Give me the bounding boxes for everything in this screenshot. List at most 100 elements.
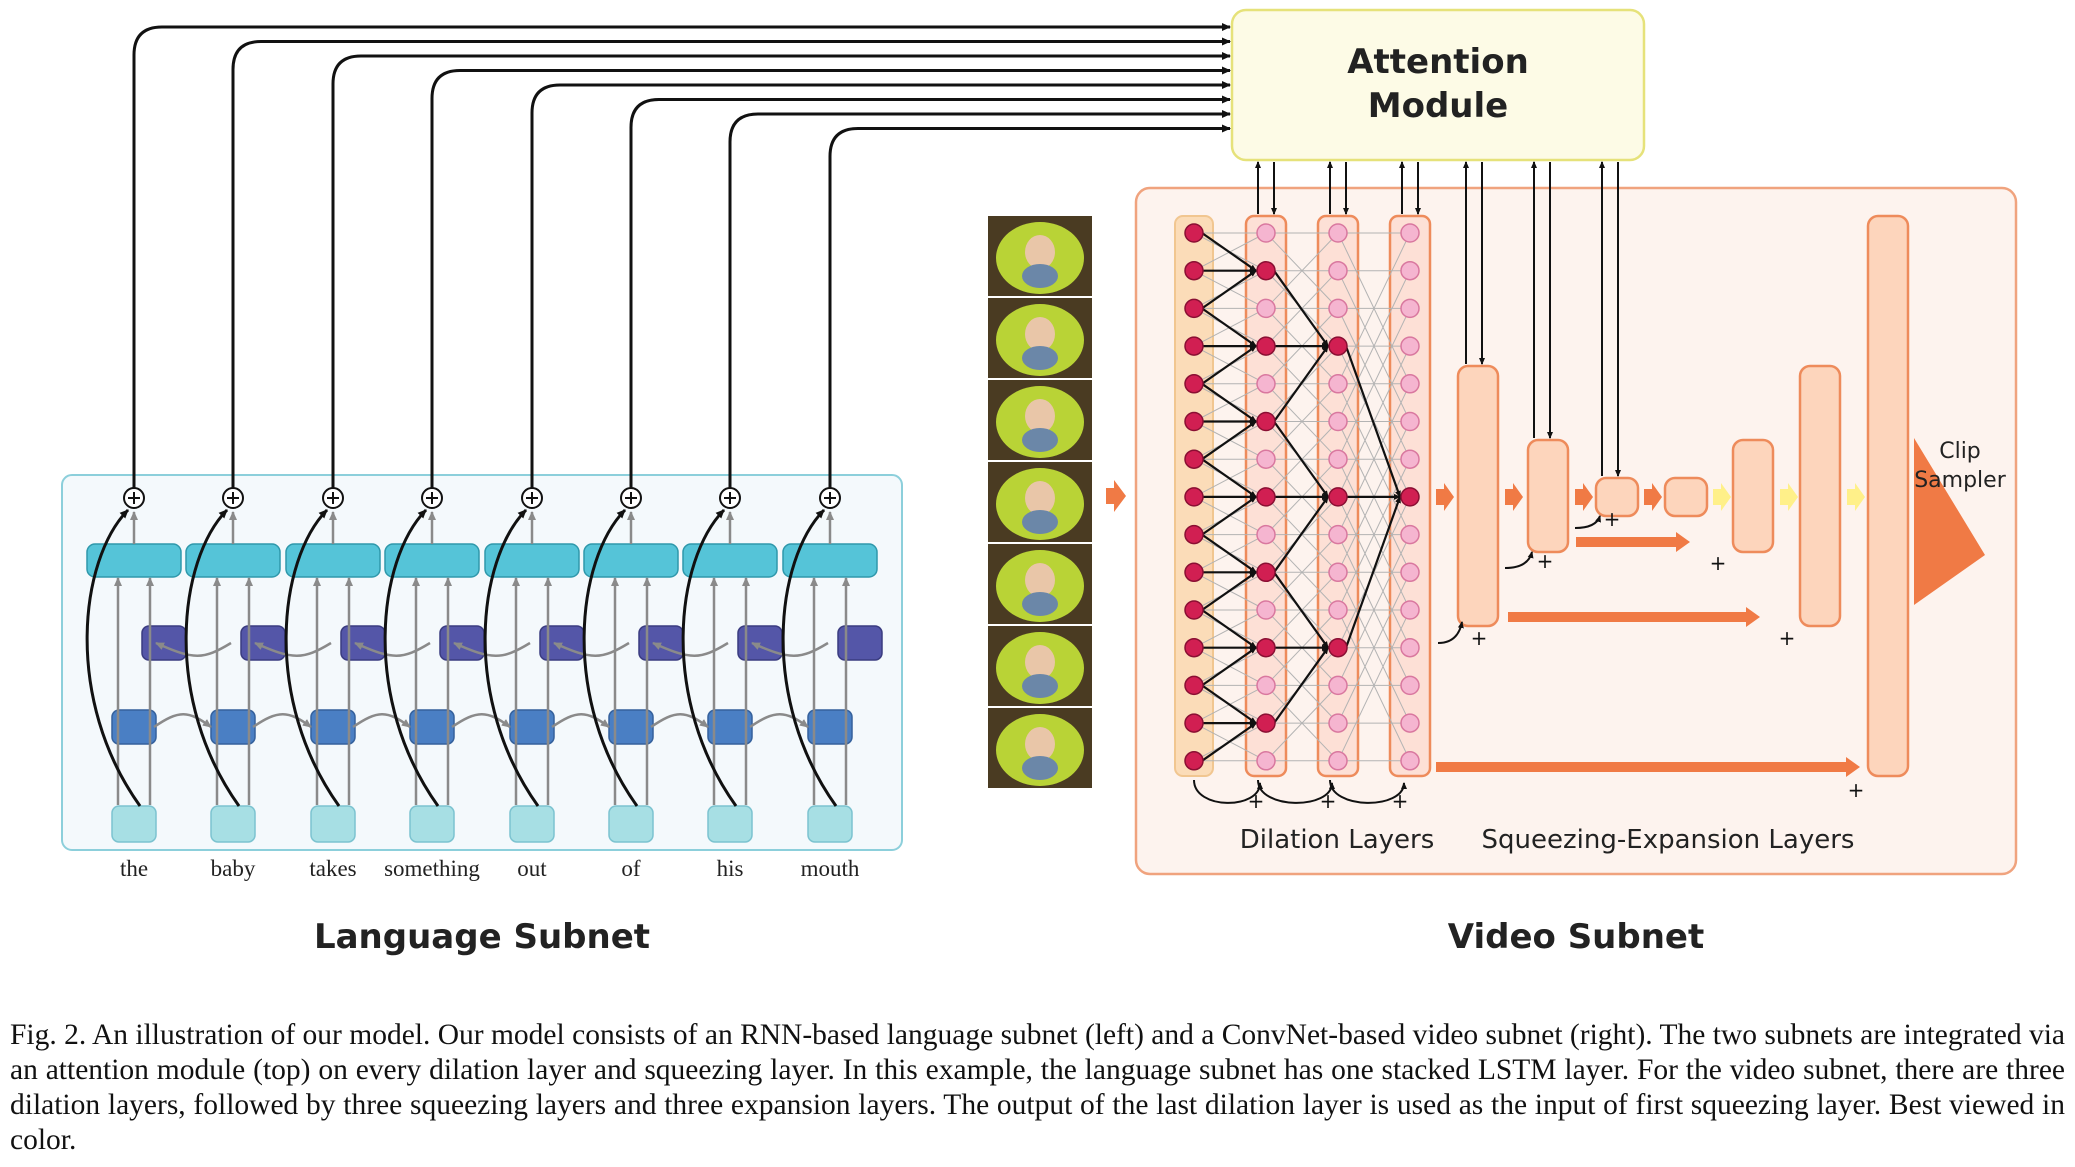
skip-arrow xyxy=(1576,532,1690,552)
flow-arrow xyxy=(1436,483,1454,511)
flow-arrow-yellow xyxy=(1847,483,1865,511)
inactive-node xyxy=(1256,223,1276,243)
frame-baby-head xyxy=(1025,645,1055,679)
inactive-node xyxy=(1328,562,1348,583)
inactive-node xyxy=(1400,260,1420,281)
recurrent-link-back xyxy=(155,641,232,657)
inactive-node xyxy=(1256,449,1276,469)
inactive-node xyxy=(1400,562,1420,583)
dilation-connection xyxy=(1265,534,1339,611)
plus-sign: + xyxy=(1710,551,1727,575)
frame-baby-head xyxy=(1025,563,1055,597)
figure-caption: Fig. 2. An illustration of our model. Ou… xyxy=(10,1019,2065,1156)
residual-curve xyxy=(483,508,540,807)
embedding-box xyxy=(310,805,356,843)
clip-sampler-label-line1: Clip xyxy=(1939,439,1981,464)
word-label: takes xyxy=(309,856,356,881)
recurrent-link xyxy=(749,713,809,729)
word-label: baby xyxy=(211,856,256,881)
recurrent-link-back xyxy=(254,641,332,657)
active-connection xyxy=(1273,345,1329,423)
embedding-box xyxy=(111,805,157,843)
inactive-node xyxy=(1400,713,1420,733)
inactive-node xyxy=(1328,600,1348,620)
active-connection xyxy=(1273,496,1329,573)
active-node xyxy=(1184,675,1204,696)
active-connection xyxy=(1201,495,1257,536)
active-connection xyxy=(1201,722,1257,762)
to-attention-line xyxy=(728,110,1231,488)
inactive-node xyxy=(1256,600,1276,620)
embedding-box xyxy=(509,805,555,843)
active-node xyxy=(1400,487,1420,507)
frame-baby-body xyxy=(1022,756,1058,780)
lstm-backward-box xyxy=(141,625,187,661)
active-connection xyxy=(1201,307,1257,348)
embedding-box xyxy=(210,805,256,843)
frame-baby-head xyxy=(1025,727,1055,761)
expansion-layer-1 xyxy=(1663,476,1709,518)
output-box xyxy=(384,543,480,578)
frame-baby-head xyxy=(1025,399,1055,433)
output-box xyxy=(185,543,281,578)
inactive-node xyxy=(1256,524,1276,545)
plus-sign: + xyxy=(1537,549,1554,573)
inactive-node xyxy=(1400,751,1420,771)
lstm-backward-box xyxy=(737,625,783,661)
active-node xyxy=(1184,637,1204,658)
active-connection xyxy=(1201,382,1257,423)
inactive-node xyxy=(1328,751,1348,771)
dilation-connection xyxy=(1337,458,1411,611)
residual-curve xyxy=(85,508,142,807)
skip-arrow xyxy=(1508,607,1760,627)
active-connection xyxy=(1201,345,1257,385)
inactive-node xyxy=(1328,713,1348,733)
output-box xyxy=(285,543,381,578)
recurrent-link-back xyxy=(553,641,630,657)
embedding-box xyxy=(707,805,753,843)
inactive-node xyxy=(1328,260,1348,281)
inactive-node xyxy=(1400,675,1420,696)
active-connection xyxy=(1201,646,1257,687)
frame-baby-body xyxy=(1022,674,1058,698)
residual-loop xyxy=(1329,779,1407,804)
active-node xyxy=(1184,298,1204,319)
word-label: his xyxy=(717,856,744,881)
inactive-node xyxy=(1256,374,1276,394)
to-attention-line xyxy=(828,124,1231,488)
frame-baby-body xyxy=(1022,592,1058,616)
residual-loop xyxy=(1257,779,1335,804)
inactive-node xyxy=(1328,411,1348,432)
active-node xyxy=(1328,336,1348,356)
active-node xyxy=(1256,260,1276,281)
active-node xyxy=(1184,751,1204,771)
inactive-node xyxy=(1328,449,1348,469)
inactive-node xyxy=(1256,675,1276,696)
active-node xyxy=(1184,449,1204,469)
inactive-node xyxy=(1400,600,1420,620)
active-connection xyxy=(1201,533,1257,574)
frame-baby-head xyxy=(1025,235,1055,269)
frame-baby-body xyxy=(1022,510,1058,534)
skip-arrow xyxy=(1436,757,1860,777)
squeezing-layer-3 xyxy=(1594,476,1640,518)
output-box xyxy=(86,543,182,578)
dilation-connection xyxy=(1265,232,1339,309)
dilation-connection xyxy=(1337,534,1411,686)
active-node xyxy=(1256,562,1276,583)
residual-curve xyxy=(184,508,241,807)
frame-baby-body xyxy=(1022,428,1058,452)
active-node xyxy=(1256,336,1276,356)
word-label: the xyxy=(120,856,148,881)
inactive-node xyxy=(1328,374,1348,394)
plus-sign: + xyxy=(1471,626,1488,650)
squeezing-layer-1 xyxy=(1456,364,1500,628)
residual-curve xyxy=(284,508,341,807)
lstm-backward-box xyxy=(340,625,386,661)
active-node xyxy=(1184,411,1204,432)
active-connection xyxy=(1201,232,1257,272)
dilation-connection xyxy=(1265,685,1339,762)
inactive-node xyxy=(1400,524,1420,545)
lstm-backward-box xyxy=(539,625,585,661)
recurrent-link-back xyxy=(751,641,829,657)
